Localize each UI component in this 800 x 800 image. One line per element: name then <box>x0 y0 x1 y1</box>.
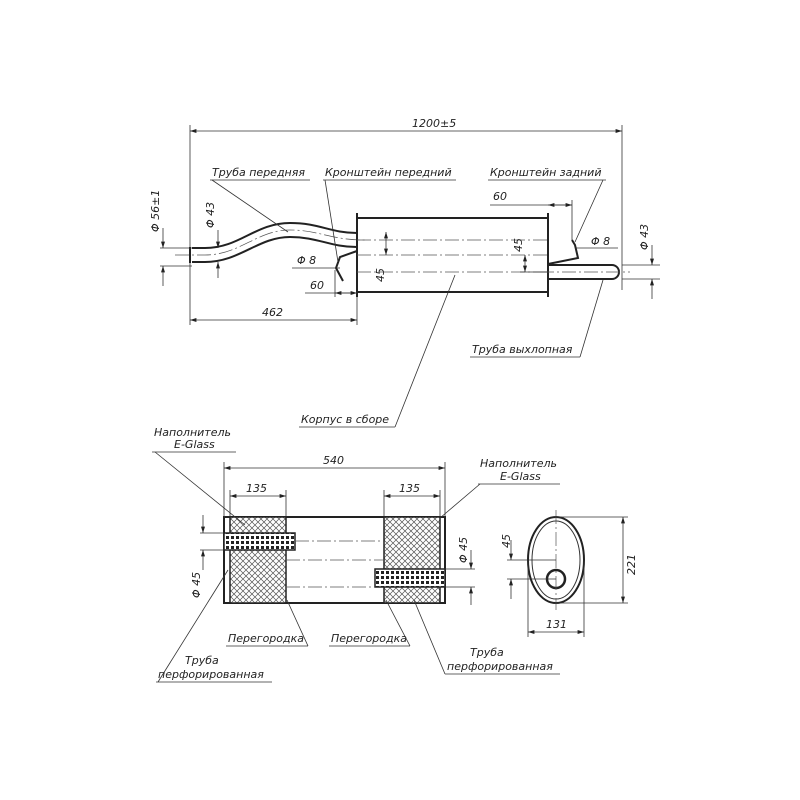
end-height-dim: 221 <box>625 554 638 575</box>
front-pipe <box>175 221 366 263</box>
filler-left <box>229 516 287 604</box>
label-front-pipe: Труба передняя <box>212 166 305 179</box>
label-perf-pipe-right-1: Труба <box>470 646 504 659</box>
label-baffle-right: Перегородка <box>331 632 407 645</box>
left-pipe-diameter-dim: Φ 45 <box>190 572 203 598</box>
end-view: 221 131 45 <box>500 510 638 637</box>
body-length-dim: 540 <box>323 454 344 467</box>
label-filler-right-2: E-Glass <box>500 470 541 483</box>
label-filler-left-2: E-Glass <box>174 438 215 451</box>
exhaust-pipe <box>540 264 630 280</box>
section-view: 540 135 135 Φ 45 Φ 45 Наполнитель E-Glas… <box>152 426 560 683</box>
inlet-diameter-dim: Φ 43 <box>204 202 217 228</box>
inlet-offset-dim: 45 <box>374 268 387 282</box>
filler-right <box>383 516 441 604</box>
rear-bracket <box>547 239 580 265</box>
top-view: 1200±5 462 60 <box>149 117 660 428</box>
left-chamber-dim: 135 <box>246 482 267 495</box>
overall-length-dim: 1200±5 <box>412 117 456 130</box>
front-bracket-offset-dim: 60 <box>310 279 324 292</box>
label-exhaust-pipe: Труба выхлопная <box>472 343 573 356</box>
right-pipe-diameter-dim: Φ 45 <box>457 537 470 563</box>
label-filler-left-1: Наполнитель <box>154 426 231 439</box>
end-width-dim: 131 <box>546 618 567 631</box>
rear-bracket-offset-dim: 60 <box>493 190 507 203</box>
perforated-pipe-left <box>223 532 296 551</box>
label-perf-pipe-left-2: перфорированная <box>158 668 264 681</box>
label-front-bracket: Кронштейн передний <box>325 166 452 179</box>
label-body-assembly: Корпус в сборе <box>301 413 389 426</box>
front-bracket-rod-dim: Φ 8 <box>297 254 316 267</box>
outlet-offset-dim: 45 <box>512 238 525 252</box>
label-perf-pipe-right-2: перфорированная <box>447 660 553 673</box>
rear-bracket-rod-dim: Φ 8 <box>591 235 610 248</box>
right-chamber-dim: 135 <box>399 482 420 495</box>
label-rear-bracket: Кронштейн задний <box>490 166 601 179</box>
outlet-diameter-dim: Φ 43 <box>638 224 651 250</box>
front-bracket <box>334 250 358 282</box>
label-filler-right-1: Наполнитель <box>480 457 557 470</box>
section-body <box>223 516 446 604</box>
perforated-pipe-right <box>374 568 446 588</box>
front-pipe-length-dim: 462 <box>262 306 283 319</box>
label-baffle-left: Перегородка <box>228 632 304 645</box>
inlet-flare-dim: Φ 56±1 <box>149 190 162 232</box>
label-perf-pipe-left-1: Труба <box>185 654 219 667</box>
end-pipe-offset-dim: 45 <box>500 534 513 548</box>
